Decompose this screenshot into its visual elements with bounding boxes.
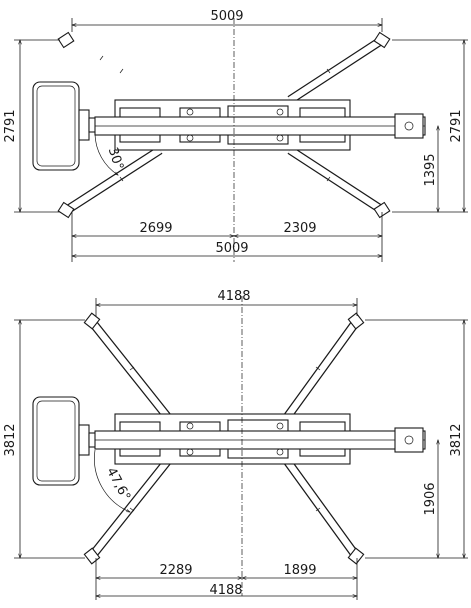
dim-height-left-bottom: 3812 bbox=[3, 320, 85, 558]
dim-label-width-bottom-bottom-view: 4188 bbox=[209, 583, 242, 598]
angle-label-bottom: 47,6° bbox=[103, 465, 133, 503]
dim-height-left-top: 2791 bbox=[3, 40, 60, 212]
platform-basket-top bbox=[32, 81, 102, 171]
dim-label-width-top: 5009 bbox=[210, 9, 243, 24]
bottom-view: 4188 3812 3812 1906 47,6° bbox=[3, 289, 468, 600]
dim-label-width-bottom-top: 5009 bbox=[215, 241, 248, 256]
dim-label-height-left-top: 2791 bbox=[3, 109, 18, 142]
dim-spans-top: 2699 2309 5009 bbox=[72, 212, 382, 262]
dim-label-left-span-top: 2699 bbox=[139, 221, 172, 236]
machine-top bbox=[32, 31, 426, 219]
angle-top: 30° bbox=[94, 133, 126, 175]
dim-label-height-right-top: 2791 bbox=[449, 109, 464, 142]
dim-label-right-span-bottom: 1899 bbox=[283, 563, 316, 578]
top-view: 5009 2791 2791 1395 30° bbox=[3, 9, 468, 262]
dim-label-left-span-bottom: 2289 bbox=[159, 563, 192, 578]
dim-label-half-height-top: 1395 bbox=[423, 153, 438, 186]
dim-label-half-height-bottom: 1906 bbox=[423, 482, 438, 515]
outrigger-legs-top bbox=[57, 31, 391, 219]
dim-label-height-right-bottom: 3812 bbox=[449, 423, 464, 456]
angle-label-top: 30° bbox=[105, 146, 126, 173]
dim-height-right-top: 2791 bbox=[392, 40, 468, 212]
boom-bottom bbox=[94, 427, 426, 453]
dim-label-width-top-bottom-view: 4188 bbox=[217, 289, 250, 304]
dim-width-bottom-view-top: 4188 bbox=[96, 289, 357, 316]
dim-half-height-top: 1395 bbox=[423, 126, 438, 212]
dim-label-right-span-top: 2309 bbox=[283, 221, 316, 236]
machine-bottom bbox=[32, 312, 426, 565]
dim-label-height-left-bottom: 3812 bbox=[3, 423, 18, 456]
dim-width-top: 5009 bbox=[72, 9, 382, 32]
platform-basket-bottom bbox=[32, 396, 102, 486]
boom-top bbox=[94, 113, 426, 139]
dim-half-height-bottom: 1906 bbox=[423, 440, 438, 558]
dim-spans-bottom: 2289 1899 4188 bbox=[96, 558, 357, 600]
dim-height-right-bottom: 3812 bbox=[365, 320, 468, 558]
outrigger-legs-bottom bbox=[83, 312, 365, 565]
